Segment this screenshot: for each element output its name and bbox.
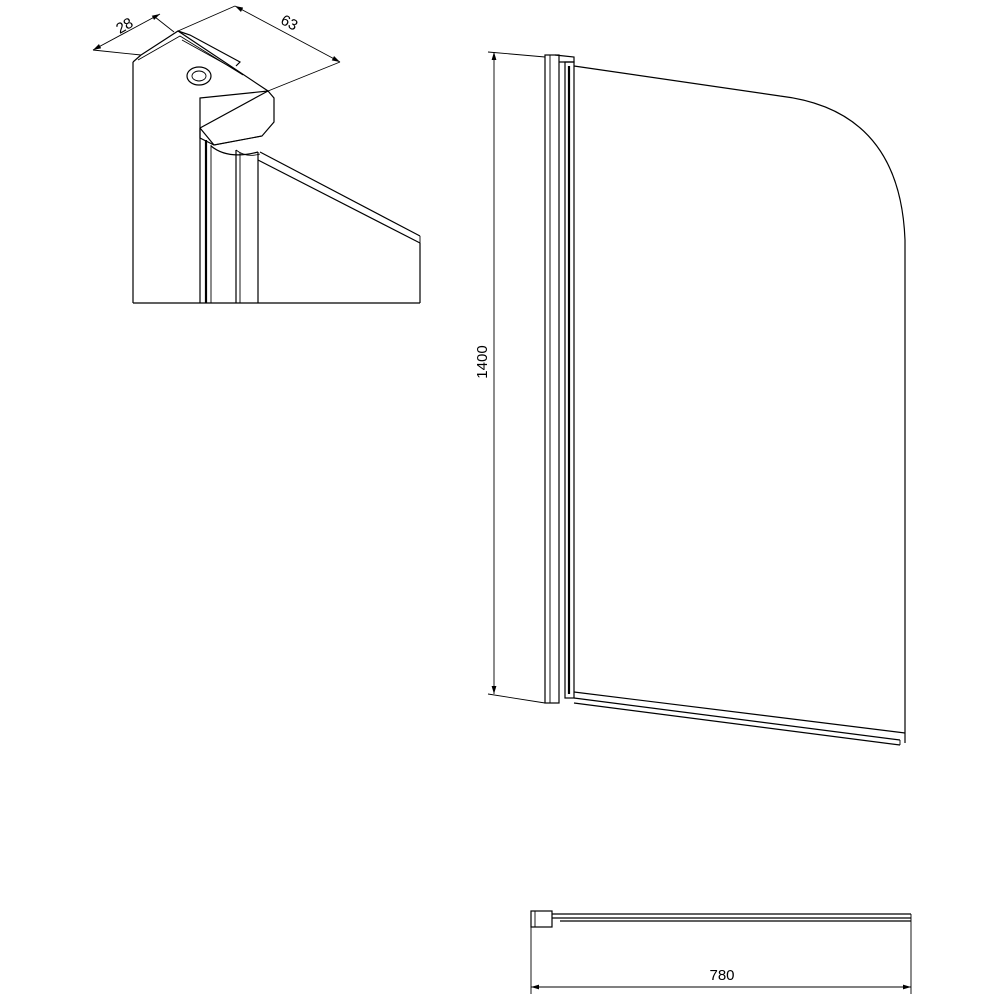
hinge-detail-view: 28 63 xyxy=(92,5,421,304)
dimension-depth-label: 28 xyxy=(113,15,136,38)
panel-top-view: 780 xyxy=(530,910,912,994)
dimension-width-detail-label: 63 xyxy=(278,12,301,35)
dimension-panel-width-label: 780 xyxy=(709,967,734,984)
panel-front-view: 1400 xyxy=(474,51,906,746)
dimension-height-label: 1400 xyxy=(474,345,491,378)
